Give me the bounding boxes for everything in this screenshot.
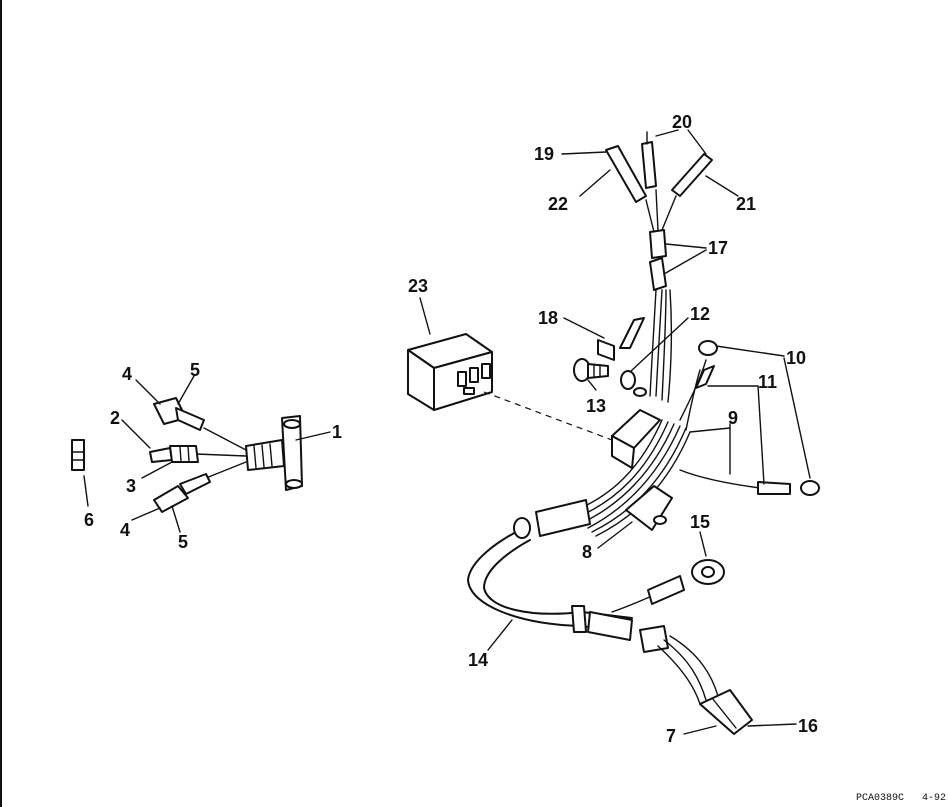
callout-3: 3 (126, 476, 136, 496)
callout-9: 9 (728, 408, 738, 428)
callout-6: 6 (84, 510, 94, 530)
callout-21: 21 (736, 194, 756, 214)
main-wiring-harness (467, 131, 820, 735)
callout-8: 8 (582, 542, 592, 562)
callout-23: 23 (408, 276, 428, 296)
callout-labels: 1 2 3 4 4 5 5 6 7 8 9 10 11 12 13 14 15 … (84, 112, 818, 746)
terminal-sleeve-lower (153, 473, 211, 513)
leader-lines (83, 129, 811, 735)
harness-clamp (611, 387, 673, 531)
callout-12: 12 (690, 304, 710, 324)
battery-cable (467, 517, 633, 641)
mounting-bolt (573, 358, 609, 382)
relay-mount-line (483, 391, 613, 441)
callout-11: 11 (758, 372, 777, 392)
connector-body (245, 415, 303, 491)
relay-module (407, 333, 493, 411)
callout-22: 22 (548, 194, 568, 214)
callout-13: 13 (586, 396, 606, 416)
callout-16: 16 (798, 716, 818, 736)
washer (620, 370, 636, 390)
callout-5-upper: 5 (190, 360, 200, 380)
callout-20: 20 (672, 112, 692, 132)
figure-code: PCA0389C (856, 793, 904, 804)
callout-19: 19 (534, 144, 554, 164)
callout-10: 10 (786, 348, 806, 368)
callout-14: 14 (468, 650, 488, 670)
callout-15: 15 (690, 512, 710, 532)
callout-17: 17 (708, 238, 728, 258)
callout-4-upper: 4 (122, 364, 132, 384)
callout-1: 1 (332, 422, 342, 442)
callout-2: 2 (110, 408, 120, 428)
callout-5-lower: 5 (178, 532, 188, 552)
terminal-middle (149, 445, 199, 463)
left-harness-assembly (71, 397, 303, 513)
callout-4-lower: 4 (120, 520, 130, 540)
page-border (0, 0, 2, 807)
spare-terminal (71, 439, 85, 471)
callout-18: 18 (538, 308, 558, 328)
page-reference: 4-92 (922, 793, 946, 804)
ground-terminal (597, 317, 645, 361)
callout-7: 7 (666, 726, 676, 746)
